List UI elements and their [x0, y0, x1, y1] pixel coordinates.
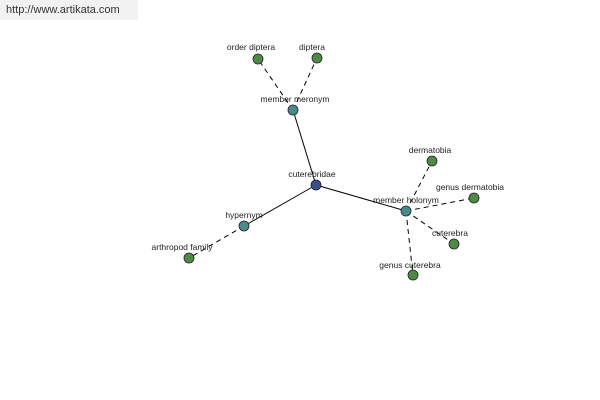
- edge-center-hypernym: [243, 184, 317, 227]
- node-order-diptera[interactable]: [252, 53, 264, 65]
- edge-center-member-holonym: [315, 184, 407, 212]
- node-arthropod-family[interactable]: [183, 252, 195, 264]
- label-genus-cuterebra[interactable]: genus cuterebra: [379, 260, 441, 270]
- label-member-holonym[interactable]: member holonym: [373, 195, 439, 205]
- label-diptera[interactable]: diptera: [299, 42, 325, 52]
- edge-holonym-genus-dermatobia: [405, 197, 475, 212]
- edge-holonym-genus-cuterebra: [405, 210, 414, 276]
- node-cuterebridae[interactable]: [310, 179, 322, 191]
- label-cuterebridae[interactable]: cuterebridae: [288, 169, 336, 179]
- node-hypernym[interactable]: [238, 220, 250, 232]
- label-hypernym[interactable]: hypernym: [225, 210, 262, 220]
- node-dermatobia[interactable]: [426, 155, 438, 167]
- node-diptera[interactable]: [311, 52, 323, 64]
- edge-hypernym-arthropod-family: [188, 225, 245, 259]
- label-genus-dermatobia[interactable]: genus dermatobia: [436, 182, 504, 192]
- node-genus-dermatobia[interactable]: [468, 192, 480, 204]
- edge-holonym-dermatobia: [405, 160, 433, 212]
- edge-center-member-meronym: [292, 109, 317, 186]
- node-member-holonym[interactable]: [400, 205, 412, 217]
- label-member-meronym[interactable]: member meronym: [261, 94, 330, 104]
- label-dermatobia[interactable]: dermatobia: [409, 145, 452, 155]
- node-genus-cuterebra[interactable]: [407, 269, 419, 281]
- node-member-meronym[interactable]: [287, 104, 299, 116]
- edge-meronym-diptera: [292, 57, 318, 111]
- edge-holonym-cuterebra: [405, 210, 455, 245]
- label-order-diptera[interactable]: order diptera: [227, 42, 275, 52]
- label-arthropod-family[interactable]: arthropod family: [152, 242, 214, 252]
- edge-meronym-order-diptera: [257, 58, 294, 111]
- watermark-link[interactable]: http://www.artikata.com: [0, 0, 138, 20]
- label-cuterebra[interactable]: cuterebra: [432, 228, 468, 238]
- node-cuterebra[interactable]: [448, 238, 460, 250]
